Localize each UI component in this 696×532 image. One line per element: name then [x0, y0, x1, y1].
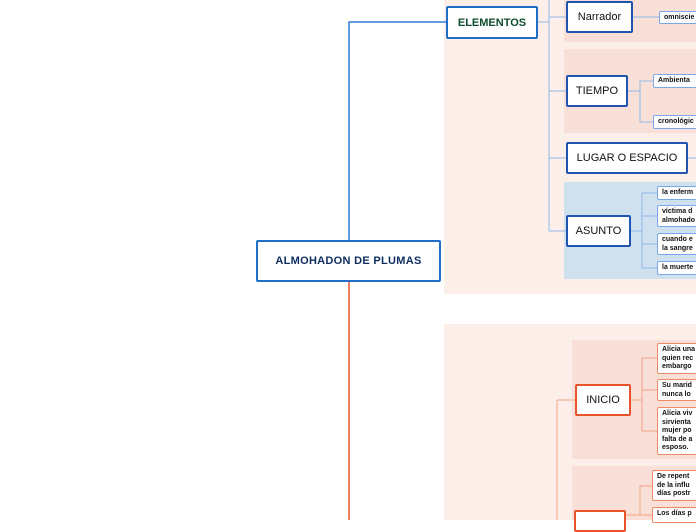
lugar-node[interactable]: LUGAR O ESPACIO: [566, 142, 688, 174]
connector-inicio-leaves: [641, 357, 657, 432]
asunto-leaf-3[interactable]: cuando e la sangre: [657, 233, 696, 255]
connector-nudo-leaves: [639, 485, 652, 516]
connector-tiempo-leaves: [639, 80, 653, 123]
nudo-leaf-1[interactable]: De repent de la influ días postr: [652, 470, 696, 501]
elementos-node[interactable]: ELEMENTOS: [446, 6, 538, 39]
nudo-leaf-2[interactable]: Los días p: [652, 507, 696, 523]
inicio-leaf-3[interactable]: Alicia viv sirvienta mujer po falta de a…: [657, 407, 696, 455]
connector-lines: [348, 0, 696, 520]
asunto-leaf-4[interactable]: la muerte: [657, 261, 696, 275]
inicio-leaf-1[interactable]: Alicia una quien rec embargo: [657, 343, 696, 374]
connector-asunto-leaves: [641, 192, 657, 269]
inicio-node[interactable]: INICIO: [575, 384, 631, 416]
inicio-leaf-2[interactable]: Su marid nunca lo: [657, 379, 696, 401]
asunto-node[interactable]: ASUNTO: [566, 215, 631, 247]
root-node[interactable]: ALMOHADON DE PLUMAS: [256, 240, 441, 282]
tiempo-node[interactable]: TIEMPO: [566, 75, 628, 107]
narrador-leaf-1[interactable]: omniscie: [659, 11, 696, 24]
nudo-node[interactable]: [574, 510, 626, 532]
asunto-leaf-1[interactable]: la enferm: [657, 186, 696, 200]
connector-root-elementos: [348, 21, 446, 240]
tiempo-leaf-2[interactable]: cronológic: [653, 115, 696, 129]
asunto-leaf-2[interactable]: víctima d almohado: [657, 205, 696, 227]
narrador-node[interactable]: Narrador: [566, 1, 633, 33]
tiempo-leaf-1[interactable]: Ambienta: [653, 74, 696, 88]
